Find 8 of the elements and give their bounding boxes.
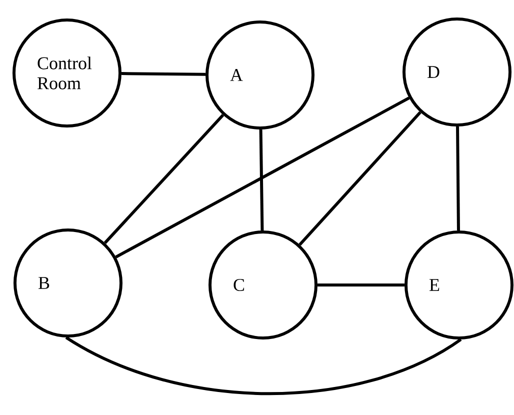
edge-line [298, 111, 422, 246]
edge-line [318, 284, 404, 286]
edge-line [115, 96, 410, 258]
edge-line [259, 129, 264, 231]
edge-line [65, 336, 462, 396]
edge-line [456, 126, 460, 231]
edge-line [104, 114, 224, 244]
edge-line [121, 72, 206, 76]
